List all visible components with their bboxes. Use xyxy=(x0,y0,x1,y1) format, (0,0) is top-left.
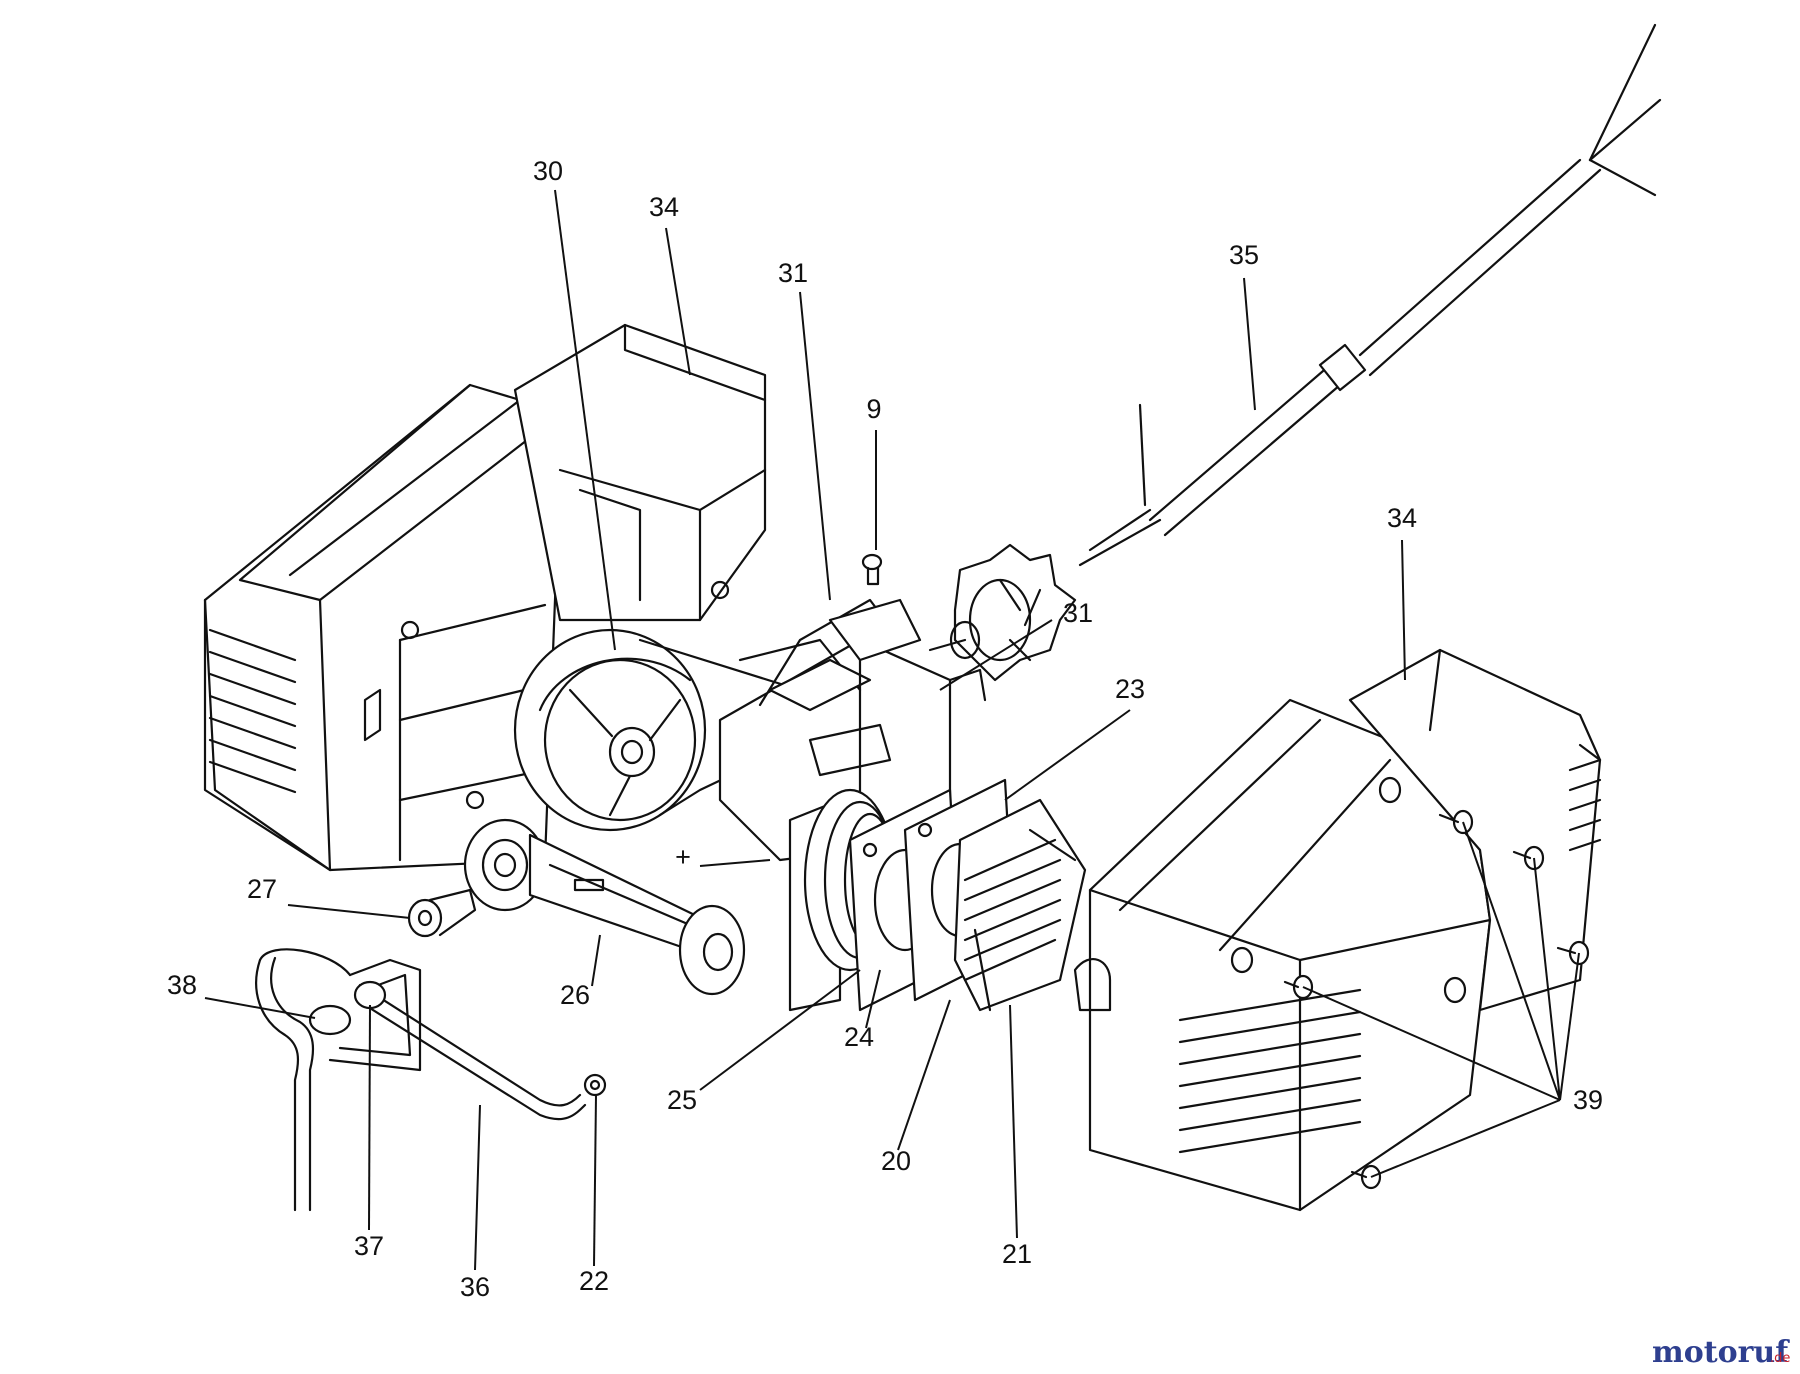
part-label-30: 30 xyxy=(533,156,563,186)
leader-lines xyxy=(204,189,1580,1271)
left-shroud xyxy=(203,323,767,872)
part-label-25: 25 xyxy=(667,1085,697,1115)
part-label-34a: 34 xyxy=(649,192,679,222)
part-label-39: 39 xyxy=(1573,1085,1603,1115)
part-label-31a: 31 xyxy=(778,258,808,288)
watermark-suffix: .de xyxy=(1770,1351,1790,1366)
part-label-38: 38 xyxy=(167,970,197,1000)
part-labels: 30 34 31 35 9 31 34 23 +27 38 26 24 39 25 20 37 21 36 22 xyxy=(167,156,1603,1302)
watermark-brand: motoruf xyxy=(1652,1335,1790,1370)
part-label-35: 35 xyxy=(1229,240,1259,270)
part-label-27: 27 xyxy=(247,874,277,904)
part-label-36: 36 xyxy=(460,1272,490,1302)
part-label-9: 9 xyxy=(866,394,881,424)
part-label-20: 20 xyxy=(881,1146,911,1176)
right-shroud xyxy=(1073,648,1602,1212)
part-label-24: 24 xyxy=(844,1022,874,1052)
part-label-22: 22 xyxy=(579,1266,609,1296)
screw-9 xyxy=(861,553,883,586)
right-vents xyxy=(1178,988,1362,1154)
part-label-26: 26 xyxy=(560,980,590,1010)
part-label-plus: + xyxy=(675,842,691,872)
tube-assembly xyxy=(255,948,607,1212)
part-label-37: 37 xyxy=(354,1231,384,1261)
left-vents xyxy=(208,628,297,794)
part-label-23: 23 xyxy=(1115,674,1145,704)
connecting-rod xyxy=(463,818,746,996)
pump-crankcase xyxy=(718,598,987,862)
part-label-34b: 34 xyxy=(1387,503,1417,533)
cooling-fan xyxy=(928,543,1077,682)
part-label-21: 21 xyxy=(1002,1239,1032,1269)
hose-assembly xyxy=(1078,23,1662,567)
cylinder-head xyxy=(953,798,1087,1012)
part-label-31b: 31 xyxy=(1063,598,1093,628)
pulley xyxy=(513,628,707,832)
bushing-27 xyxy=(407,888,477,938)
